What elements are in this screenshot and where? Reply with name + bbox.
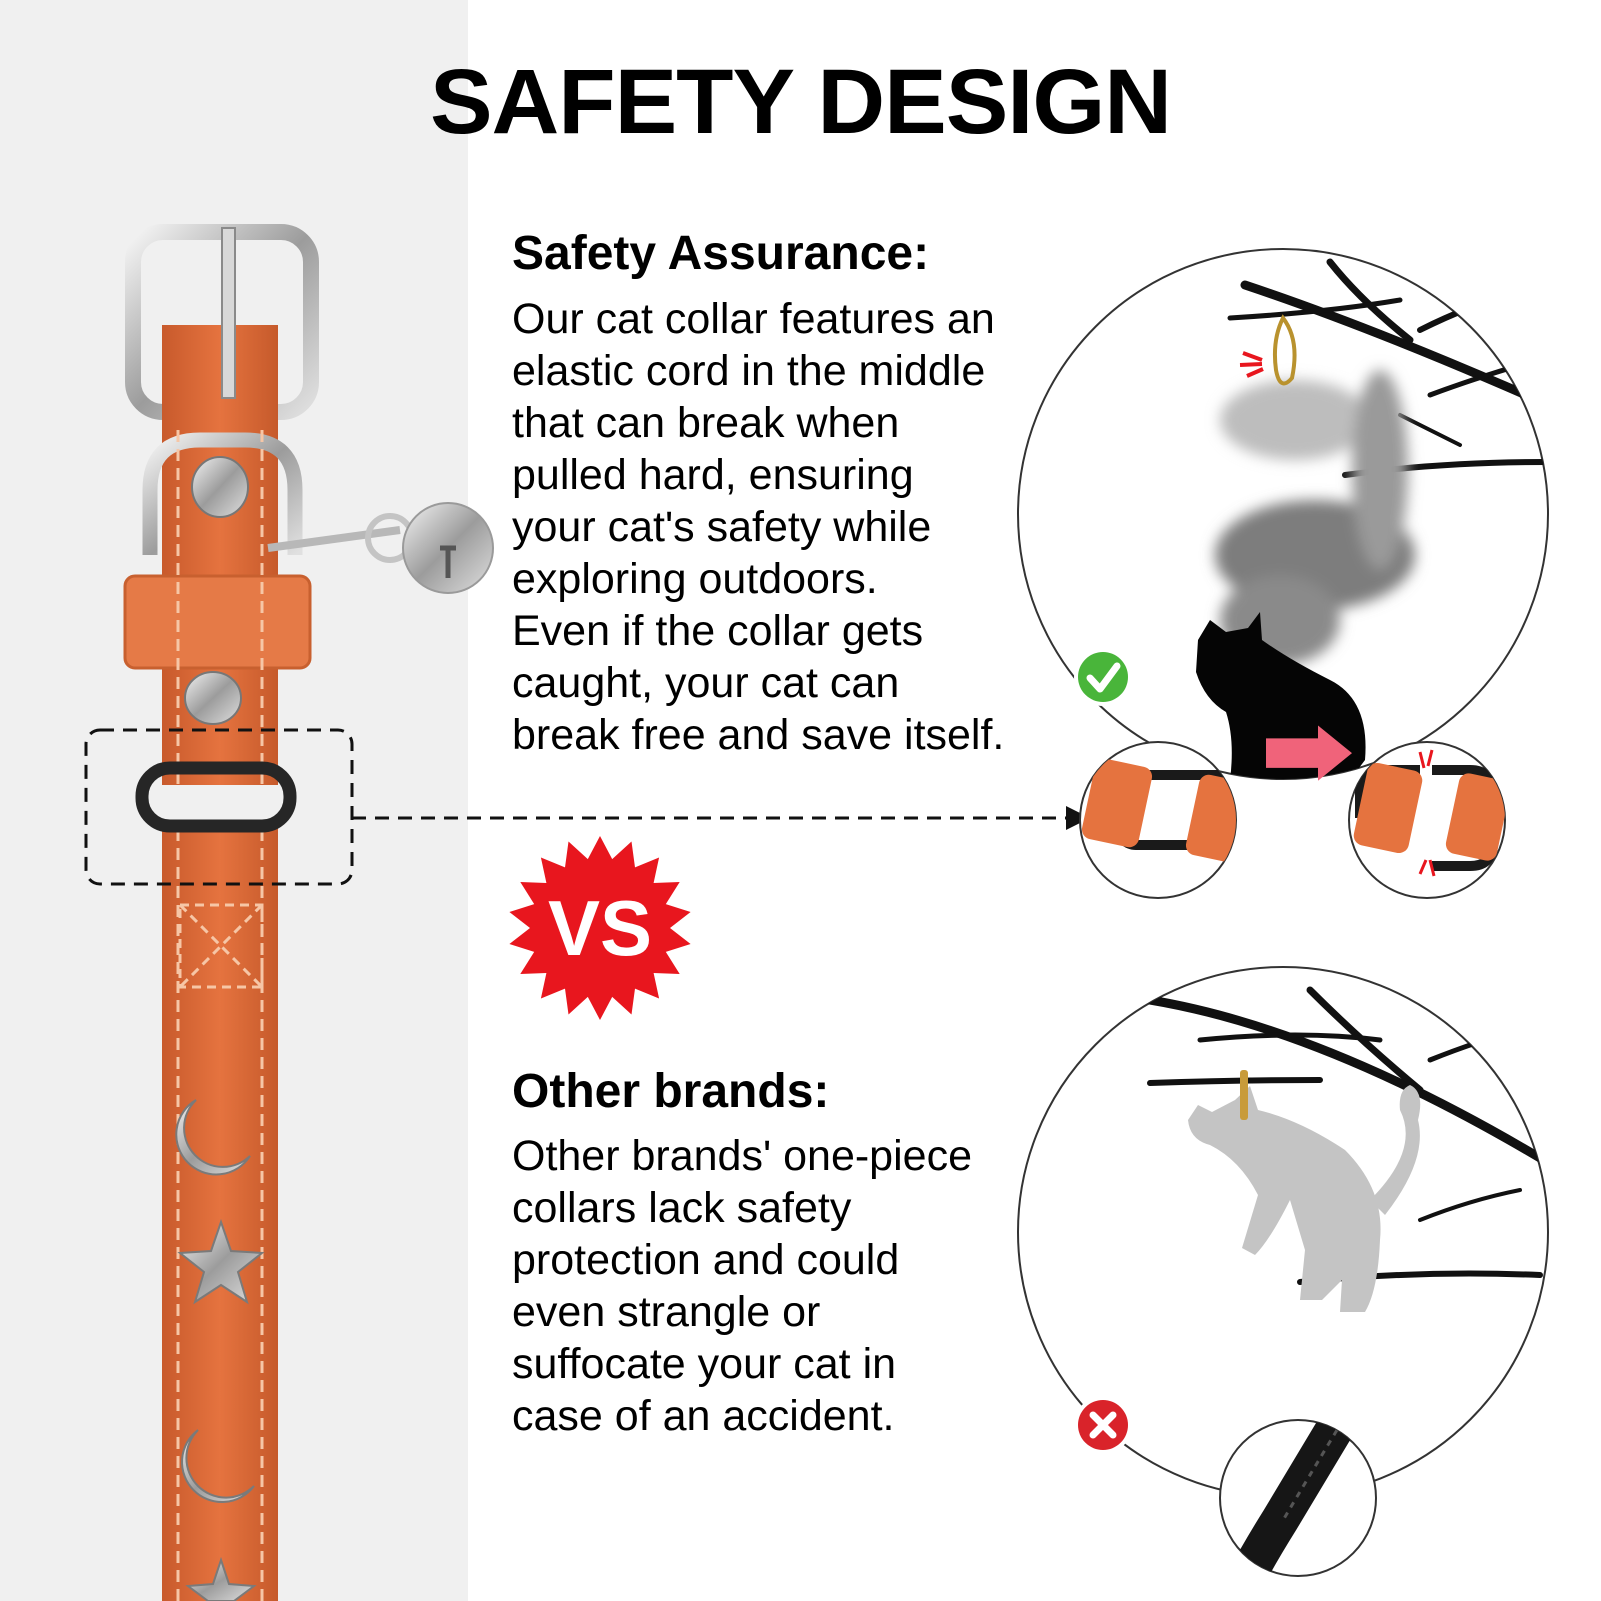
safety-assurance-text: Our cat collar features an elastic cord … (512, 295, 1005, 759)
check-icon (1074, 648, 1132, 706)
cat-silhouette (1188, 1085, 1421, 1312)
arrow-right-icon (1266, 725, 1352, 781)
highlight-box (84, 728, 354, 886)
star-stud (177, 1218, 265, 1305)
moon-stud (175, 1099, 251, 1176)
vs-burst-icon: VS (509, 836, 691, 1020)
safety-assurance-heading: Safety Assurance: (512, 227, 930, 280)
d-ring (142, 432, 303, 555)
moon-stud (181, 1429, 255, 1503)
other-brands-heading: Other brands: (512, 1065, 830, 1118)
elastic-before-circle (1079, 741, 1237, 899)
rivet-mid (184, 671, 242, 725)
one-piece-collar-circle (1219, 1419, 1377, 1577)
arrow-right-icon (1066, 806, 1090, 830)
buckle-prong (221, 227, 236, 399)
other-brands-text: Other brands' one-piece collars lack saf… (512, 1132, 972, 1440)
page-title: SAFETY DESIGN (429, 51, 1172, 153)
vs-label: VS (548, 884, 652, 972)
elastic-ring (135, 761, 297, 833)
unsafe-scene-circle (1017, 966, 1549, 1498)
rivet-top (191, 456, 249, 518)
collar-product-image (84, 224, 1090, 1601)
keeper-loop (123, 574, 312, 670)
cross-icon (1074, 1396, 1132, 1454)
elastic-after-circle (1348, 741, 1506, 899)
safe-scene-circle (1017, 248, 1549, 780)
